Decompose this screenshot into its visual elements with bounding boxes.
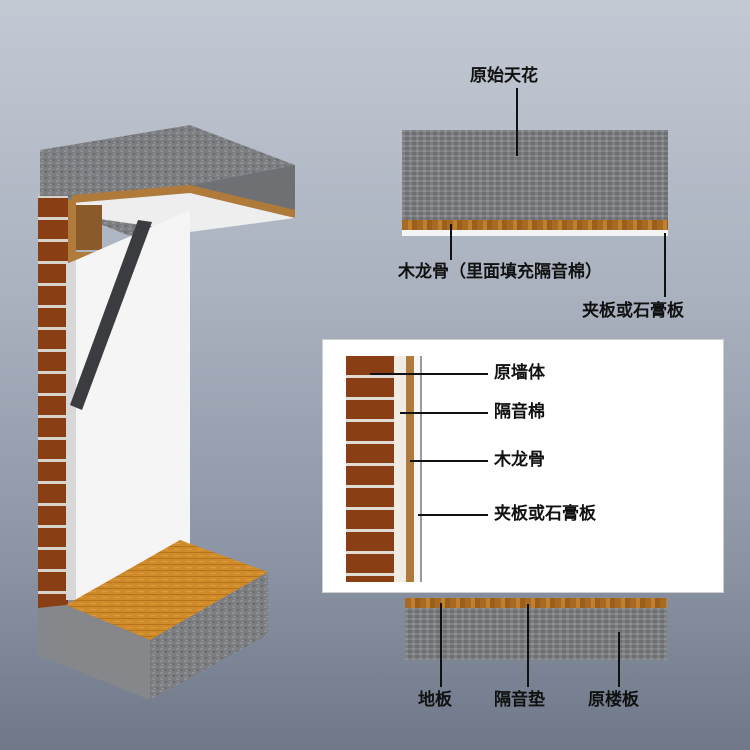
floor-slab-section	[405, 608, 667, 660]
floor-wood-leader	[440, 603, 442, 687]
wall-insulation-strip	[76, 205, 102, 250]
wall-brick-section	[346, 356, 394, 582]
wall-batten-leader	[410, 460, 488, 462]
ceiling-underside	[72, 193, 295, 232]
ceiling-board-layer	[402, 230, 668, 236]
wall-insulation-leader	[400, 412, 488, 414]
wall-original-label: 原墙体	[494, 363, 545, 383]
floor-wood-top	[66, 540, 268, 640]
wall-original-leader	[370, 373, 488, 375]
floor-mat-label: 隔音垫	[494, 690, 545, 710]
brick-wall	[38, 196, 68, 608]
floor-mat-leader	[527, 604, 529, 687]
white-wall-edge	[66, 260, 76, 600]
floor-wood-label: 地板	[418, 690, 452, 710]
ceiling-original-leader	[516, 88, 518, 156]
wall-batten-section	[406, 356, 414, 582]
ceiling-batten-layer	[402, 220, 668, 230]
floor-slab-side	[150, 572, 268, 700]
wall-board-label: 夹板或石膏板	[494, 504, 596, 524]
ceiling-original-label: 原始天花	[470, 66, 538, 86]
ceiling-board-leader	[664, 233, 666, 297]
floor-slab-left	[38, 605, 150, 700]
floor-wood-layer	[405, 598, 667, 608]
ceiling-batten-label: 木龙骨（里面填充隔音棉）	[398, 262, 602, 282]
diagonal-batten	[70, 220, 152, 410]
wall-insulation-label: 隔音棉	[494, 402, 545, 422]
wall-board-leader	[418, 514, 488, 516]
wall-insulation-section	[394, 356, 406, 582]
wall-batten-label: 木龙骨	[494, 450, 545, 470]
ceiling-wood-strip	[72, 185, 295, 218]
ceiling-slab-top	[40, 125, 295, 195]
floor-slab-label: 原楼板	[588, 690, 639, 710]
wall-board-section	[414, 356, 420, 582]
ceiling-batten-leader	[450, 224, 452, 260]
ceiling-board-label: 夹板或石膏板	[582, 301, 684, 321]
wall-board-edge	[420, 356, 422, 582]
ceiling-slab-section	[402, 130, 668, 222]
floor-slab-leader	[618, 632, 620, 687]
white-wall-panel	[76, 210, 190, 600]
